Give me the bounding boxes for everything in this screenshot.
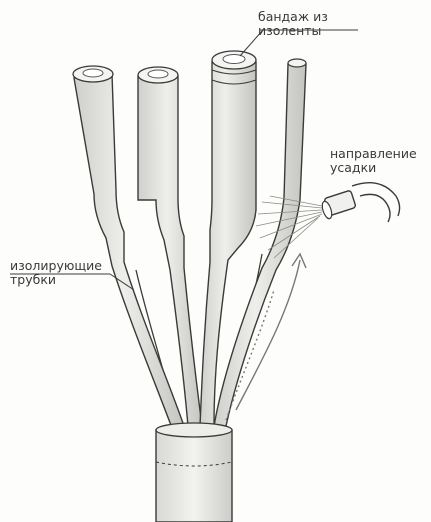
shrink-direction-label: направление усадки bbox=[330, 147, 417, 175]
insulating-tube-2 bbox=[138, 67, 202, 426]
cable-sheath bbox=[156, 423, 232, 522]
bandage-label-line1: бандаж из bbox=[258, 10, 328, 24]
insulating-tubes-label: изолирующие трубки bbox=[10, 259, 102, 287]
insulating-tubes-label-line2: трубки bbox=[10, 273, 102, 287]
heat-gun-nozzle bbox=[320, 183, 399, 222]
shrink-direction-label-line1: направление bbox=[330, 147, 417, 161]
insulating-tubes-label-line1: изолирующие bbox=[10, 259, 102, 273]
bandage-label: бандаж из изоленты bbox=[258, 10, 328, 38]
bandage-label-line2: изоленты bbox=[258, 24, 328, 38]
shrink-direction-label-line2: усадки bbox=[330, 161, 417, 175]
